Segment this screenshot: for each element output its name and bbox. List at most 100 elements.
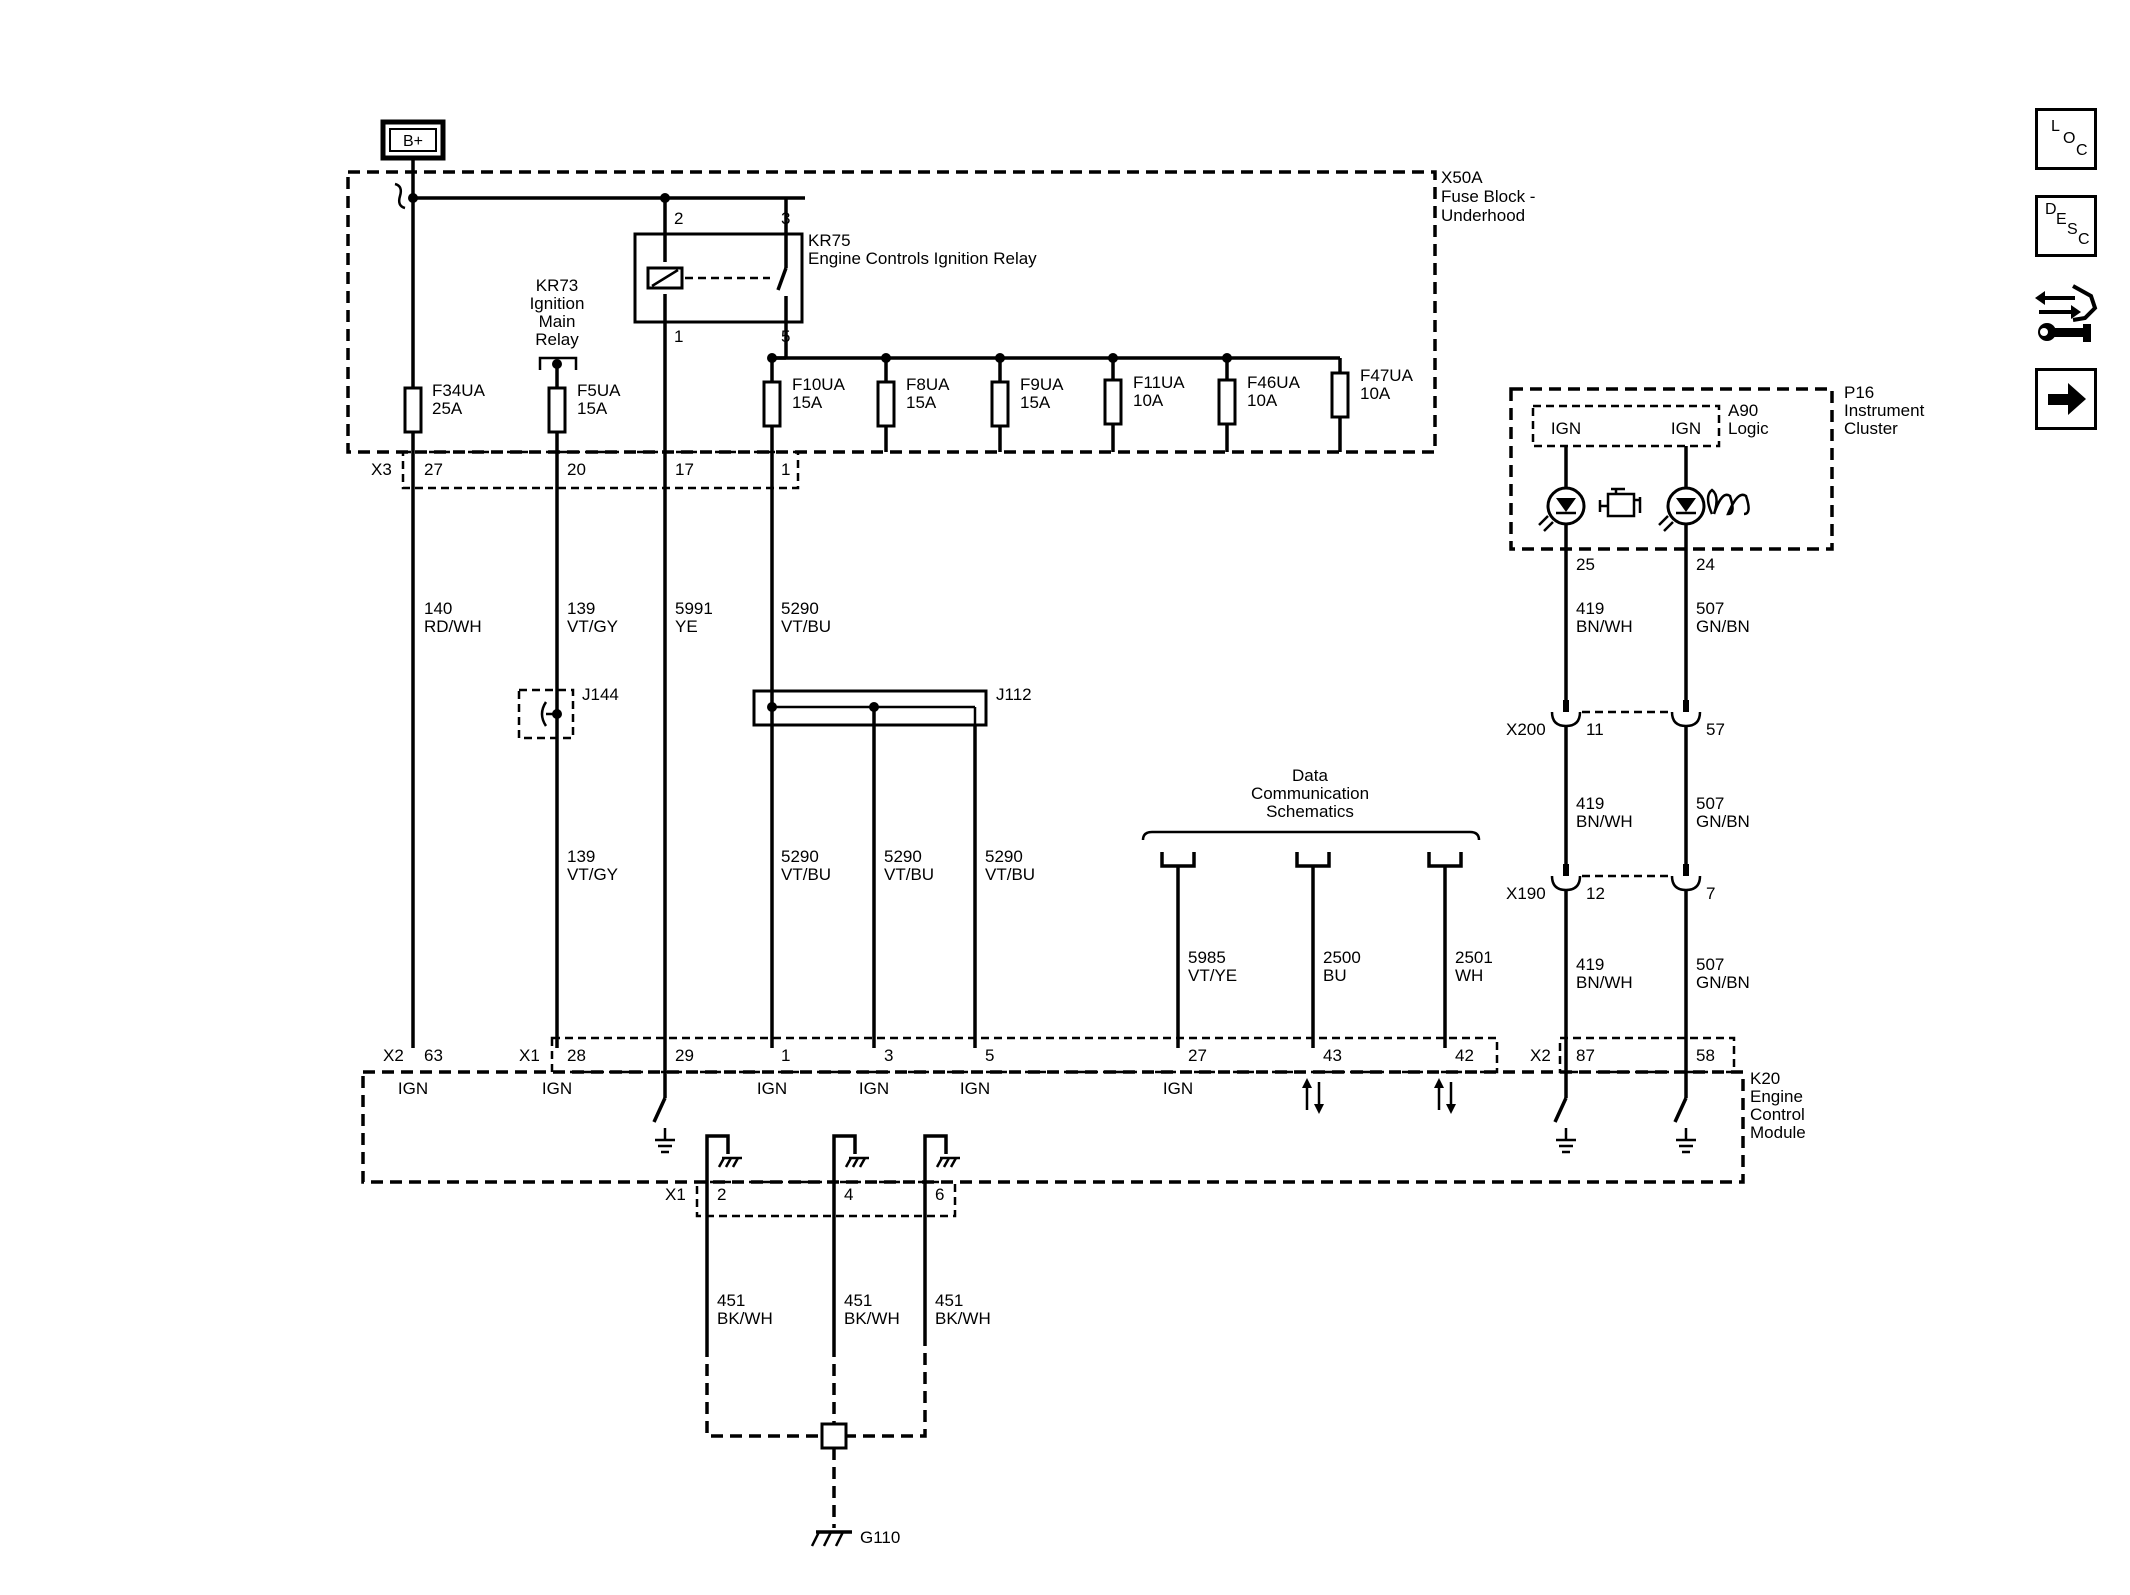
- kr73-id: KR73: [536, 276, 579, 295]
- ecm-ground-pin-4: 4: [844, 1185, 853, 1204]
- circuit-139b-color: VT/GY: [567, 865, 618, 884]
- cluster-ign-right: IGN: [1671, 419, 1701, 438]
- fuse-f10ua: F10UA 15A: [762, 358, 846, 1048]
- ecm-ground-conn: X1: [665, 1185, 686, 1204]
- loc-letter-l: L: [2051, 118, 2060, 135]
- fuse-f10ua-name: F10UA: [792, 375, 846, 394]
- splice-j144: J144: [517, 685, 619, 740]
- ecm-pin-58: 58: [1696, 1046, 1715, 1065]
- ecm-pin-28: 28: [567, 1046, 586, 1065]
- check-engine-icon: [1598, 487, 1642, 518]
- fuse-block-x50a: X50A Fuse Block - Underhood X3: [346, 168, 1535, 490]
- fuse-f9ua-name: F9UA: [1020, 375, 1064, 394]
- fuse-f5ua-rating: 15A: [577, 399, 608, 418]
- instrument-cluster-p16: P16 Instrument Cluster A90 Logic IGN IGN: [1509, 383, 1925, 574]
- circuit-5290b-color: VT/BU: [781, 865, 831, 884]
- fuse-f47ua-name: F47UA: [1360, 366, 1414, 385]
- circuit-5290b-num: 5290: [781, 847, 819, 866]
- x200-pin-11: 11: [1586, 720, 1604, 739]
- fuse-f11ua-rating: 10A: [1133, 391, 1164, 410]
- ecm-conn-x2-left: X2: [383, 1046, 404, 1065]
- ecm-pin-29: 29: [675, 1046, 694, 1065]
- circuit-419c-color: BN/WH: [1576, 973, 1633, 992]
- circuit-140-color: RD/WH: [424, 617, 482, 636]
- circuit-2500-num: 2500: [1323, 948, 1361, 967]
- ecm-ign-63: IGN: [398, 1079, 428, 1098]
- cluster-pin-24: 24: [1696, 555, 1715, 574]
- ecm-ign-28: IGN: [542, 1079, 572, 1098]
- fuse-block-line2: Underhood: [1441, 206, 1525, 225]
- ecm-pin-42: 42: [1455, 1046, 1474, 1065]
- desc-letter-s: S: [2067, 221, 2078, 238]
- battery-label: B+: [403, 133, 423, 150]
- ecm-ign-5: IGN: [960, 1079, 990, 1098]
- ecm-ground-pin-6: 6: [935, 1185, 944, 1204]
- ecm-k20: K20 Engine Control Module X2 X1 X2 63 28…: [361, 1036, 1806, 1218]
- fuse-f11ua: F11UA 10A: [1103, 358, 1185, 452]
- fuse-f46ua-name: F46UA: [1247, 373, 1301, 392]
- right-arrow-icon: [2048, 383, 2086, 415]
- next-page-button[interactable]: [2035, 368, 2097, 430]
- circuit-5290c-num: 5290: [884, 847, 922, 866]
- circuit-5991-color: YE: [675, 617, 698, 636]
- cluster-id: P16: [1844, 383, 1874, 402]
- location-button[interactable]: L O C: [2035, 108, 2097, 170]
- cluster-logic-id: A90: [1728, 401, 1758, 420]
- circuit-2501-num: 2501: [1455, 948, 1493, 967]
- fuse-f46ua-rating: 10A: [1247, 391, 1278, 410]
- kr75-pin-3: 3: [781, 209, 790, 228]
- cluster-line1: Instrument: [1844, 401, 1925, 420]
- fuse-f11ua-name: F11UA: [1133, 373, 1185, 392]
- x200-label: X200: [1506, 720, 1546, 739]
- kr73-line2: Main: [539, 312, 576, 331]
- circuit-451b-num: 451: [844, 1291, 872, 1310]
- fuse-f47ua-rating: 10A: [1360, 384, 1391, 403]
- connector-repair-button[interactable]: [2033, 278, 2099, 348]
- desc-letter-d: D: [2045, 201, 2057, 218]
- circuit-139b-num: 139: [567, 847, 595, 866]
- circuit-5290c-color: VT/BU: [884, 865, 934, 884]
- circuit-451b-color: BK/WH: [844, 1309, 900, 1328]
- circuit-507-num: 507: [1696, 599, 1724, 618]
- ecm-pin-1: 1: [781, 1046, 790, 1065]
- fuse-f46ua: F46UA 10A: [1217, 358, 1301, 452]
- fuse-f8ua-rating: 15A: [906, 393, 937, 412]
- g110-label: G110: [860, 1528, 900, 1547]
- circuit-419c-num: 419: [1576, 955, 1604, 974]
- circuit-419b-color: BN/WH: [1576, 812, 1633, 831]
- ecm-line1: Engine: [1750, 1087, 1803, 1106]
- fuse-f8ua: F8UA 15A: [876, 358, 950, 452]
- relay-kr75: 2 3 1 5 KR75 Engine Controls Ignition Re…: [633, 198, 1037, 346]
- ecm-ign-1: IGN: [757, 1079, 787, 1098]
- ecm-pin-63: 63: [424, 1046, 443, 1065]
- circuit-507b-color: GN/BN: [1696, 812, 1750, 831]
- fuse-f10ua-rating: 15A: [792, 393, 823, 412]
- relay-kr73: KR73 Ignition Main Relay: [530, 276, 584, 370]
- circuit-5985-num: 5985: [1188, 948, 1226, 967]
- fuse-f5ua: F5UA 15A: [547, 364, 621, 1048]
- battery-terminal: B+: [380, 119, 446, 172]
- circuit-419b-num: 419: [1576, 794, 1604, 813]
- data-comm-line3: Schematics: [1266, 802, 1354, 821]
- ecm-line3: Module: [1750, 1123, 1806, 1142]
- kr75-pin-2: 2: [674, 209, 683, 228]
- description-button[interactable]: D E S C: [2035, 195, 2097, 257]
- circuit-5290d-num: 5290: [985, 847, 1023, 866]
- circuit-5290-color: VT/BU: [781, 617, 831, 636]
- data-communication-link[interactable]: Data Communication Schematics: [1141, 766, 1481, 868]
- circuit-5290d-color: VT/BU: [985, 865, 1035, 884]
- x3-pin-17: 17: [675, 460, 694, 479]
- kr75-id: KR75: [808, 231, 851, 250]
- fuse-block-id: X50A: [1441, 168, 1483, 187]
- data-comm-line2: Communication: [1251, 784, 1369, 803]
- loc-letter-o: O: [2063, 130, 2076, 147]
- circuit-2500-color: BU: [1323, 966, 1347, 985]
- x190-pin-7: 7: [1706, 884, 1715, 903]
- circuit-139-num: 139: [567, 599, 595, 618]
- circuit-507c-num: 507: [1696, 955, 1724, 974]
- fuse-f9ua-rating: 15A: [1020, 393, 1051, 412]
- kr75-pin-1: 1: [674, 327, 683, 346]
- kr73-line3: Relay: [535, 330, 579, 349]
- circuit-5991-num: 5991: [675, 599, 713, 618]
